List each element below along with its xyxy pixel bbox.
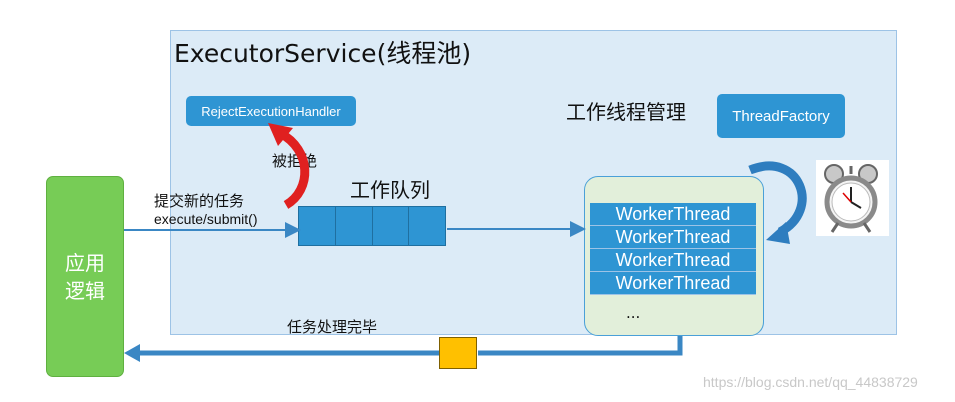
recycle-arrow-icon (750, 166, 802, 244)
reject-arrow-icon (268, 123, 305, 205)
watermark: https://blog.csdn.net/qq_44838729 (703, 374, 918, 390)
result-return-arrow (124, 336, 680, 362)
